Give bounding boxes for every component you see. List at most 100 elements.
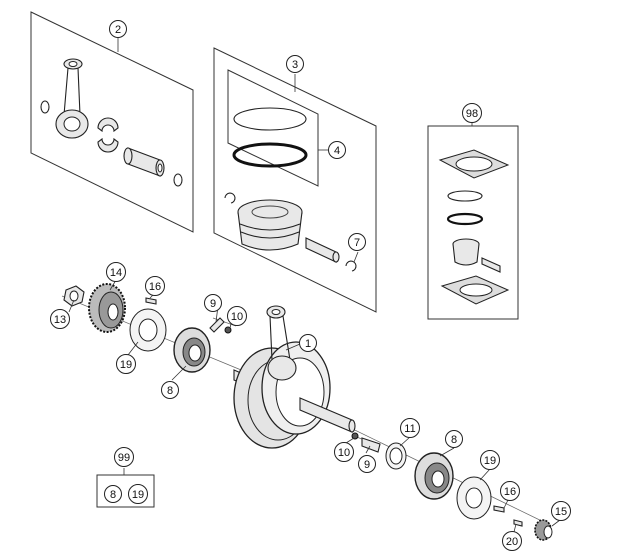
callout-number: 16 [149, 281, 161, 293]
washer-left [40, 100, 50, 114]
piston-pin-small [123, 147, 165, 177]
callout-9: 9 [358, 455, 376, 473]
dowel-pin-right [351, 432, 381, 453]
callout-circle [502, 531, 522, 551]
callout-7: 7 [348, 233, 366, 251]
callout-circle [551, 501, 571, 521]
main-bearing-right [414, 452, 454, 500]
spacer-washer-left [129, 308, 167, 352]
kit-98-box [427, 122, 519, 320]
piston-pin [305, 237, 340, 263]
callout-19: 19 [116, 354, 136, 374]
bearing-halves [97, 117, 119, 153]
callout-number: 13 [54, 314, 66, 326]
callout-number: 10 [338, 447, 350, 459]
callout-circle [445, 430, 463, 448]
callout-number: 11 [404, 423, 415, 435]
callout-15: 15 [551, 501, 571, 521]
callout-number: 3 [292, 59, 298, 71]
callout-4: 4 [328, 141, 346, 159]
connecting-rod-small [55, 58, 89, 139]
callout-20: 20 [502, 531, 522, 551]
callout-labels: 2 3 4 7 98 14 16 13 9 10 1 19 8 11 8 10 9 19 16 15 20 99 8 19 [50, 20, 571, 551]
callout-circle [358, 455, 376, 473]
crank-nut [63, 285, 85, 307]
dowel-pin-left [209, 317, 232, 334]
callout-16: 16 [145, 276, 165, 296]
callout-number: 2 [115, 24, 121, 36]
callout-8: 8 [161, 381, 179, 399]
callout-circle [286, 55, 304, 73]
callout-circle [106, 262, 126, 282]
callout-number: 10 [231, 311, 243, 323]
kit-99-box [96, 468, 155, 508]
balancer-gear [534, 519, 553, 541]
callout-circle [204, 294, 222, 312]
callout-number: 14 [110, 267, 122, 279]
callout-16: 16 [500, 481, 520, 501]
callout-10: 10 [227, 306, 247, 326]
spacer-ring [385, 442, 407, 470]
callout-number: 1 [305, 338, 311, 350]
crankshaft-assembly [61, 283, 553, 541]
washer-right [173, 173, 183, 187]
base-gasket [440, 275, 510, 305]
callout-number: 16 [504, 486, 516, 498]
callout-number: 99 [118, 452, 130, 464]
callout-14: 14 [106, 262, 126, 282]
primary-gear [88, 283, 126, 333]
callout-9: 9 [204, 294, 222, 312]
callout-circle [299, 334, 317, 352]
callout-number: 15 [555, 506, 567, 518]
callout-circle [116, 354, 136, 374]
callout-19: 19 [128, 484, 148, 504]
callout-circle [50, 309, 70, 329]
callout-99: 99 [114, 447, 134, 467]
callout-10: 10 [334, 442, 354, 462]
callout-number: 19 [484, 455, 496, 467]
callout-number: 19 [132, 489, 144, 501]
callout-11: 11 [400, 418, 420, 438]
kit-piston [452, 238, 501, 273]
callout-number: 9 [210, 298, 216, 310]
callout-circle [227, 306, 247, 326]
head-gasket [438, 149, 510, 179]
woodruff-key [145, 297, 157, 305]
callout-8: 8 [445, 430, 463, 448]
callout-number: 8 [451, 434, 457, 446]
kit-2-panel [30, 11, 194, 233]
kit-3-panel [213, 47, 377, 313]
callout-circle [334, 442, 354, 462]
callout-circle [328, 141, 346, 159]
callout-circle [109, 20, 127, 38]
callout-circle [348, 233, 366, 251]
callout-circle [400, 418, 420, 438]
callout-circle [114, 447, 134, 467]
callout-8: 8 [104, 485, 122, 503]
callout-number: 7 [354, 237, 360, 249]
woodruff-key-right [493, 505, 505, 513]
crankshaft [233, 305, 356, 449]
callout-1: 1 [299, 334, 317, 352]
callout-13: 13 [50, 309, 70, 329]
callout-circle [104, 485, 122, 503]
callout-circle [161, 381, 179, 399]
kit-ring-2 [446, 212, 484, 226]
callout-number: 4 [334, 145, 340, 157]
callout-number: 20 [506, 536, 518, 548]
circlip-right [345, 260, 357, 272]
callout-circle [500, 481, 520, 501]
callout-3: 3 [286, 55, 304, 73]
callout-number: 98 [466, 108, 478, 120]
callout-circle [462, 103, 482, 123]
kit-ring-1 [447, 190, 483, 202]
callout-number: 9 [364, 459, 370, 471]
main-bearing-left [173, 327, 211, 373]
callout-number: 8 [110, 489, 116, 501]
callout-19: 19 [480, 450, 500, 470]
callout-circle [128, 484, 148, 504]
callout-circle [145, 276, 165, 296]
callout-number: 8 [167, 385, 173, 397]
